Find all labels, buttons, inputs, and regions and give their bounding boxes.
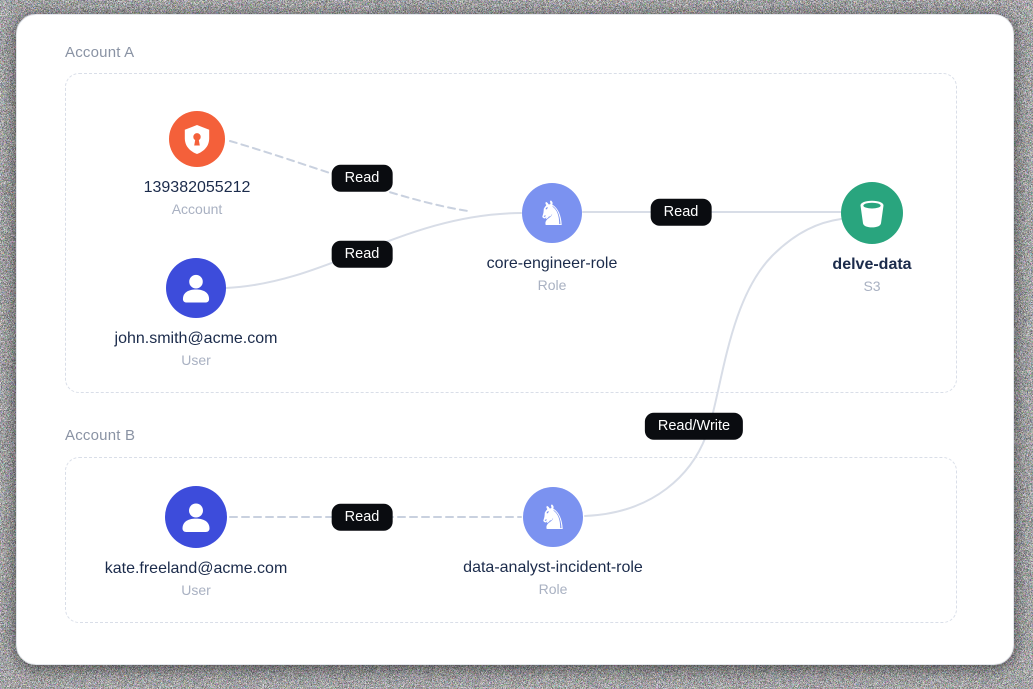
node-s3-delve-data-name: delve-data [832, 256, 912, 273]
node-user-kate-type: User [181, 582, 211, 598]
account-b-box [65, 457, 957, 623]
svg-text:♞: ♞ [537, 194, 567, 233]
badge-read-core-role-edge[interactable]: Read [650, 198, 712, 226]
shield-lock-icon[interactable] [169, 111, 225, 167]
node-role-data-analyst-name: data-analyst-incident-role [463, 559, 643, 576]
badge-read-account-edge[interactable]: Read [331, 164, 393, 192]
node-s3-delve-data[interactable]: delve-data S3 [752, 182, 992, 294]
node-account[interactable]: 139382055212 Account [77, 111, 317, 217]
node-user-kate-name: kate.freeland@acme.com [104, 560, 288, 577]
node-account-type: Account [171, 201, 223, 217]
node-role-core-engineer-name: core-engineer-role [486, 255, 618, 272]
node-s3-delve-data-type: S3 [863, 278, 881, 294]
node-role-core-engineer[interactable]: ♞ core-engineer-role Role [432, 183, 672, 293]
badge-read-write-analyst-edge[interactable]: Read/Write [644, 412, 744, 440]
node-role-data-analyst[interactable]: ♞ data-analyst-incident-role Role [433, 487, 673, 597]
svg-text:♞: ♞ [538, 498, 568, 537]
role-knight-icon[interactable]: ♞ [523, 487, 583, 547]
account-b-label: Account B [65, 427, 136, 444]
node-role-data-analyst-type: Role [538, 581, 568, 597]
user-icon[interactable] [165, 486, 227, 548]
s3-bucket-icon[interactable] [841, 182, 903, 244]
account-a-box [65, 73, 957, 393]
role-knight-icon[interactable]: ♞ [522, 183, 582, 243]
account-a-label: Account A [65, 44, 135, 61]
user-icon[interactable] [166, 258, 226, 318]
badge-read-john-edge[interactable]: Read [331, 240, 393, 268]
node-role-core-engineer-type: Role [537, 277, 567, 293]
node-user-john-name: john.smith@acme.com [114, 330, 278, 347]
node-user-kate[interactable]: kate.freeland@acme.com User [76, 486, 316, 598]
badge-read-kate-edge[interactable]: Read [331, 503, 393, 531]
node-account-name: 139382055212 [143, 179, 251, 196]
node-user-john[interactable]: john.smith@acme.com User [76, 258, 316, 368]
node-user-john-type: User [181, 352, 211, 368]
